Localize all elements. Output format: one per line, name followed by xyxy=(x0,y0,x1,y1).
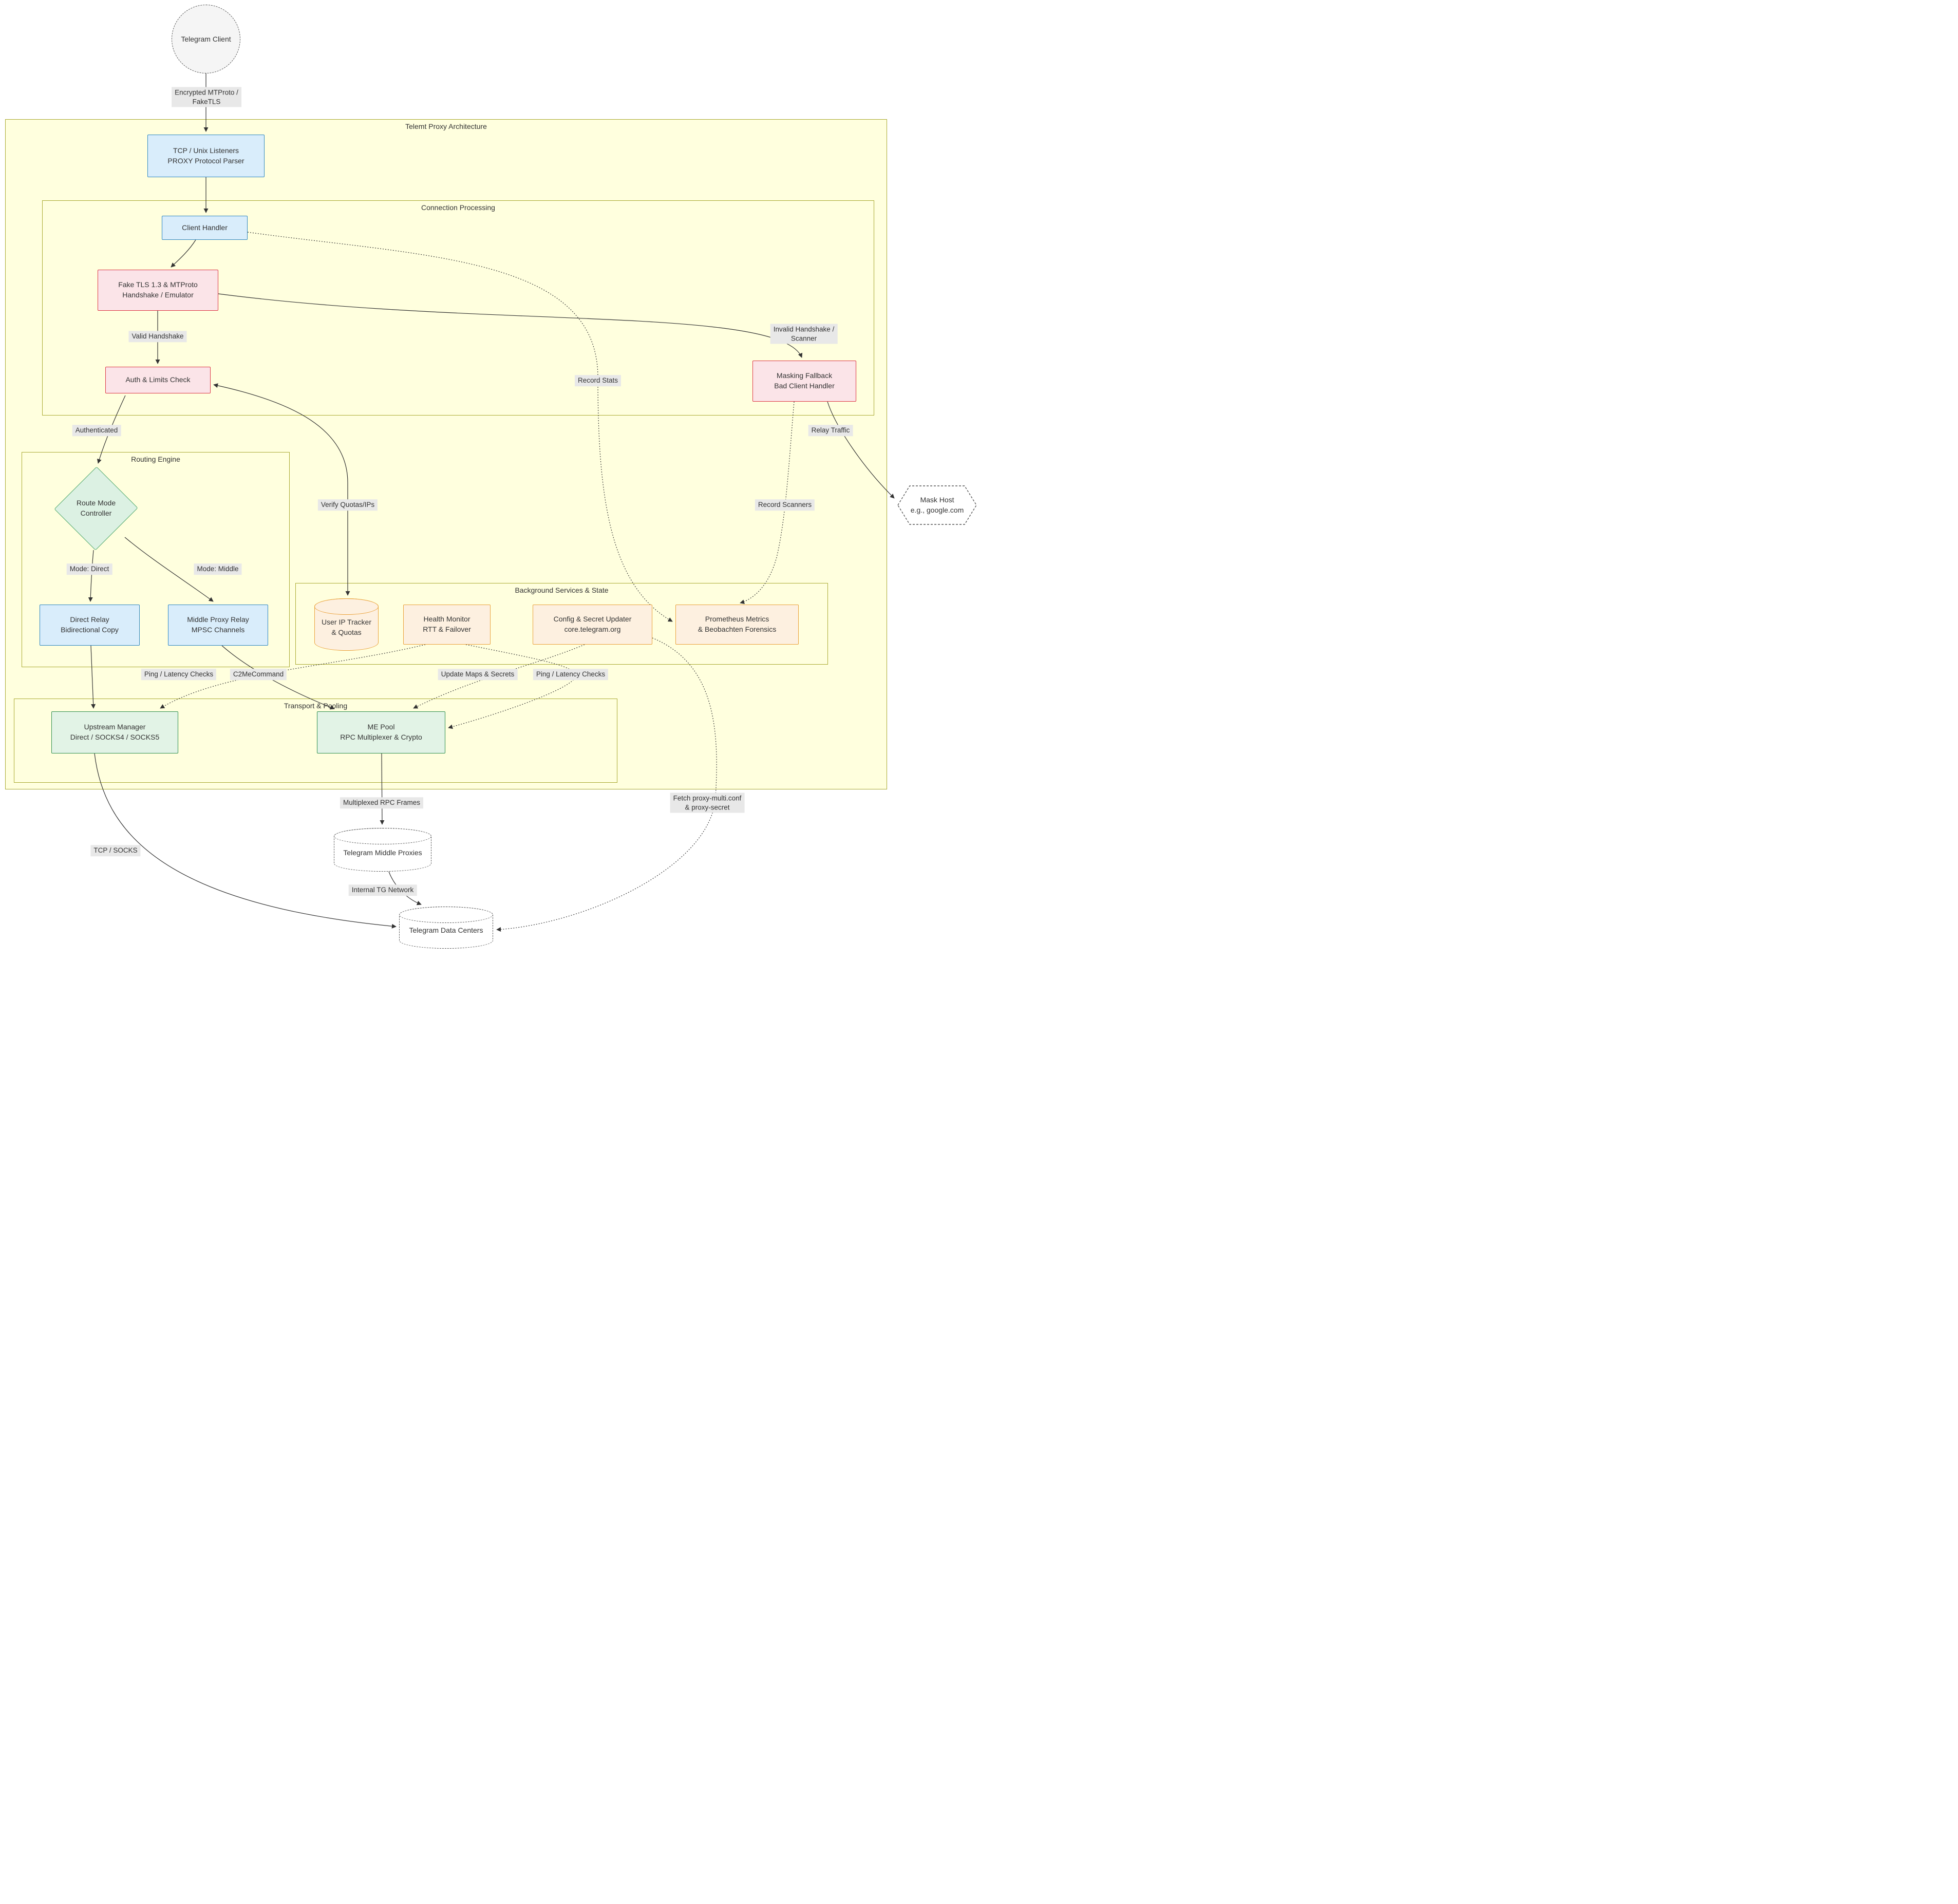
node-label: Middle Proxy Relay xyxy=(187,615,249,624)
edge-label-multiplexed-rpc-frames: Multiplexed RPC Frames xyxy=(340,797,424,808)
edge-label-record-stats: Record Stats xyxy=(574,375,622,386)
edge-label-encrypted-mtproto: Encrypted MTProto / FakeTLS xyxy=(172,87,241,107)
node-label: Telegram Data Centers xyxy=(409,926,483,935)
node-label: Route Mode xyxy=(76,499,116,507)
edge-label-mode-middle: Mode: Middle xyxy=(194,563,242,575)
edge-label-c2mecommand: C2MeCommand xyxy=(230,669,287,680)
node-label: Health Monitor xyxy=(423,615,470,624)
edge-label-internal-tg-network: Internal TG Network xyxy=(348,884,417,896)
node-telegram-client: Telegram Client xyxy=(172,5,240,73)
node-label: Auth & Limits Check xyxy=(125,375,191,384)
edge-label-invalid-handshake: Invalid Handshake / Scanner xyxy=(770,324,838,344)
container-outer-title: Telemt Proxy Architecture xyxy=(405,122,487,130)
hexagon-shape xyxy=(897,485,977,525)
node-mask-host: Mask Host e.g., google.com xyxy=(897,485,977,525)
node-label: Upstream Manager xyxy=(84,723,146,731)
node-label: Bidirectional Copy xyxy=(61,626,119,634)
node-label: Handshake / Emulator xyxy=(122,291,194,299)
node-route-mode-controller: Route Mode Controller xyxy=(54,466,138,551)
node-label: RTT & Failover xyxy=(423,625,471,633)
node-masking-fallback: Masking Fallback Bad Client Handler xyxy=(752,361,856,402)
node-label: MPSC Channels xyxy=(191,626,245,634)
container-routing-title: Routing Engine xyxy=(131,455,180,463)
node-label: e.g., google.com xyxy=(910,505,964,514)
node-label: Bad Client Handler xyxy=(774,382,835,390)
node-label: Telegram Client xyxy=(181,35,231,43)
node-label: Prometheus Metrics xyxy=(705,615,769,624)
node-label: RPC Multiplexer & Crypto xyxy=(340,733,422,741)
edge-label-ping-latency-left: Ping / Latency Checks xyxy=(141,669,217,680)
edge-label-record-scanners: Record Scanners xyxy=(755,499,815,511)
node-fake-tls-emulator: Fake TLS 1.3 & MTProto Handshake / Emula… xyxy=(98,270,218,311)
edge-label-ping-latency-right: Ping / Latency Checks xyxy=(533,669,609,680)
node-label: ME Pool xyxy=(367,723,395,731)
node-config-secret-updater: Config & Secret Updater core.telegram.or… xyxy=(533,605,652,645)
edge-label-update-maps-secrets: Update Maps & Secrets xyxy=(438,669,518,680)
node-middle-proxy-relay: Middle Proxy Relay MPSC Channels xyxy=(168,605,268,646)
node-label: Direct / SOCKS4 / SOCKS5 xyxy=(70,733,160,741)
edge-label-authenticated: Authenticated xyxy=(72,425,121,436)
node-user-ip-tracker: User IP Tracker & Quotas xyxy=(314,598,379,651)
node-label: & Quotas xyxy=(331,628,362,636)
edge-label-tcp-socks: TCP / SOCKS xyxy=(90,845,141,856)
edge-label-mode-direct: Mode: Direct xyxy=(66,563,112,575)
edge-label-verify-quotas: Verify Quotas/IPs xyxy=(317,499,378,511)
node-label: core.telegram.org xyxy=(564,625,621,633)
diagram-canvas: Telemt Proxy Architecture Connection Pro… xyxy=(0,0,979,952)
node-label: Mask Host xyxy=(920,495,954,504)
edge-label-fetch-proxy-conf: Fetch proxy-multi.conf & proxy-secret xyxy=(670,793,745,813)
node-health-monitor: Health Monitor RTT & Failover xyxy=(403,605,491,645)
node-telegram-middle-proxies: Telegram Middle Proxies xyxy=(333,827,432,872)
node-label: Telegram Middle Proxies xyxy=(343,848,422,857)
node-label: Client Handler xyxy=(182,223,228,232)
node-label: Direct Relay xyxy=(70,615,109,624)
container-transport-title: Transport & Pooling xyxy=(284,702,348,710)
node-label: Masking Fallback xyxy=(776,371,833,380)
node-label: Fake TLS 1.3 & MTProto xyxy=(118,280,198,289)
edge-label-valid-handshake: Valid Handshake xyxy=(128,331,187,342)
node-me-pool: ME Pool RPC Multiplexer & Crypto xyxy=(317,711,445,753)
node-prometheus-metrics: Prometheus Metrics & Beobachten Forensic… xyxy=(675,605,799,645)
node-tcp-unix-listeners: TCP / Unix Listeners PROXY Protocol Pars… xyxy=(147,135,265,177)
node-upstream-manager: Upstream Manager Direct / SOCKS4 / SOCKS… xyxy=(51,711,178,753)
node-label: User IP Tracker xyxy=(322,618,371,627)
container-background-title: Background Services & State xyxy=(515,586,609,594)
node-direct-relay: Direct Relay Bidirectional Copy xyxy=(40,605,140,646)
node-client-handler: Client Handler xyxy=(162,216,248,240)
container-connection-title: Connection Processing xyxy=(421,203,495,212)
node-label: TCP / Unix Listeners xyxy=(173,146,239,155)
node-auth-limits-check: Auth & Limits Check xyxy=(105,367,211,393)
node-label: Config & Secret Updater xyxy=(553,615,632,624)
node-label: Controller xyxy=(80,509,112,517)
edge-label-relay-traffic: Relay Traffic xyxy=(808,425,853,436)
node-label: PROXY Protocol Parser xyxy=(167,156,244,165)
node-label: & Beobachten Forensics xyxy=(698,625,777,633)
node-telegram-data-centers: Telegram Data Centers xyxy=(399,906,494,949)
